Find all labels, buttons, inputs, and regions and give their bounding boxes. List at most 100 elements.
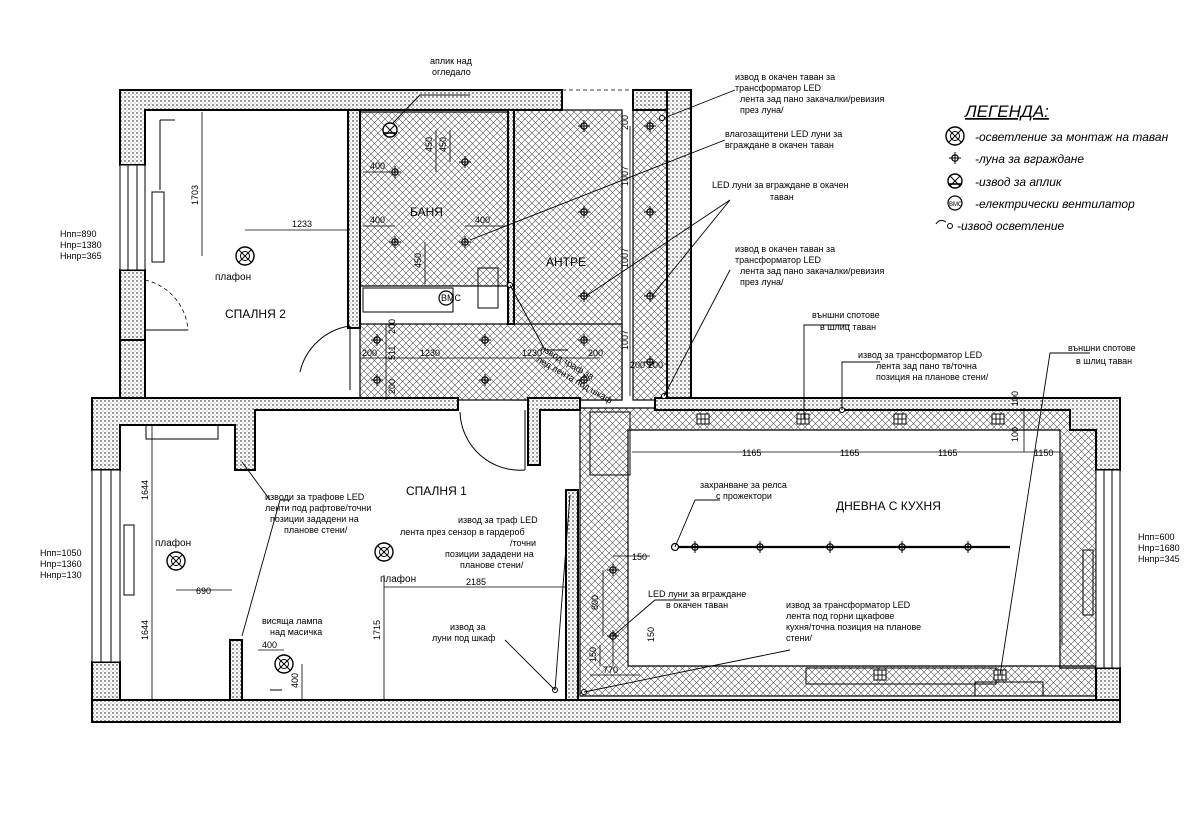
dimension-label: 400 <box>290 673 300 688</box>
annotation-line: извод в окачен таван за <box>735 244 835 254</box>
dimension-label: 100 <box>1010 391 1020 406</box>
dimension-labels: 1703 1233 450 450 450 400 400 400 200 20… <box>140 115 1053 688</box>
legend-item-label: -извод за аплик <box>975 175 1063 189</box>
annotation-line: в шлиц таван <box>1076 356 1132 366</box>
dimension-label: 100 <box>1010 427 1020 442</box>
window-height-label: Нпр=1680 <box>1138 543 1180 553</box>
dimension-label: 200 <box>387 379 397 394</box>
dimension-label: 2185 <box>466 577 486 587</box>
dimension-label: 150 <box>632 552 647 562</box>
annotation-line: над масичка <box>270 627 322 637</box>
track-spot-icon <box>961 540 975 554</box>
annotation-line: в шлиц таван <box>820 322 876 332</box>
legend-item-label: -луна за вграждане <box>975 152 1084 166</box>
dimension-label: 400 <box>370 215 385 225</box>
ceiling-light-icon <box>274 654 294 674</box>
wall-sconce-icon <box>382 122 398 138</box>
annotation-line: трансформатор LED <box>735 255 822 265</box>
annotation-line: вграждане в окачен таван <box>725 140 834 150</box>
annotation-line: таван <box>770 192 794 202</box>
dimension-label: 1715 <box>372 620 382 640</box>
windows <box>91 164 1121 669</box>
fan-label: ВМС <box>949 202 963 208</box>
annotation-line: позиции зададени на <box>270 514 359 524</box>
annotation-line: лента зад пано закачалки/ревизия <box>740 266 884 276</box>
dimension-label: 1230 <box>420 348 440 358</box>
dimension-label: 770 <box>603 665 618 675</box>
annotation-line: лента през сензор в гардероб <box>400 527 525 537</box>
dimension-label: 200 <box>630 360 645 370</box>
annotation-line: извод в окачен таван за <box>735 72 835 82</box>
annotation-line: LED луни за вграждане в окачен <box>712 180 849 190</box>
annotation-line: лента под горни щкафове <box>786 611 894 621</box>
annotation-line: ленти под рафтове/точни <box>265 503 371 513</box>
dimension-label: 200 <box>648 360 663 370</box>
annotation-line: в окачен таван <box>666 600 728 610</box>
slot-spot-icon <box>991 413 1005 425</box>
dimension-label: 450 <box>424 137 434 152</box>
track-spot-icon <box>823 540 837 554</box>
window-height-label: Нпр=1360 <box>40 559 82 569</box>
annotations: аплик над огледало извод в окачен таван … <box>262 56 1136 643</box>
dimension-label: 1150 <box>1034 448 1053 458</box>
fan-fixture: ВМС <box>438 290 462 306</box>
bath-ceiling <box>359 111 509 287</box>
walls <box>91 89 1121 723</box>
plafon-label: плафон <box>215 271 251 283</box>
ceiling-light-icon <box>166 551 186 571</box>
plafon-label: плафон <box>155 537 191 549</box>
legend-item-label: -осветление за монтаж на таван <box>975 130 1169 144</box>
hall-ceiling-strip <box>359 323 623 401</box>
dimension-label: 1007 <box>620 330 630 350</box>
legend-title: ЛЕГЕНДА: <box>964 102 1049 121</box>
annotation-line: LED луни за вграждане <box>648 589 746 599</box>
window-height-label: Нпр=1380 <box>60 240 102 250</box>
annotation-line: позиция на планове стени/ <box>876 372 989 382</box>
annotation-line: /точни <box>510 538 536 548</box>
annotation-line: извод за траф LED <box>458 515 538 525</box>
plafon-label: плафон <box>380 573 416 585</box>
dimension-label: 1644 <box>140 480 150 500</box>
slot-spot-icon <box>893 413 907 425</box>
annotation-line: аплик над <box>430 56 473 66</box>
annotation-line: лента зад пано закачалки/ревизия <box>740 94 884 104</box>
dimension-label: 400 <box>262 640 277 650</box>
dimension-label: 450 <box>413 253 423 268</box>
track-rail <box>670 540 1010 554</box>
dimension-label: 1230 <box>522 348 542 358</box>
ceiling-light-icon <box>235 246 255 266</box>
fan-label: ВМС <box>441 293 462 303</box>
track-spot-icon <box>895 540 909 554</box>
dimension-label: 400 <box>475 215 490 225</box>
annotation-line: огледало <box>432 67 471 77</box>
slot-spot-icon <box>873 669 887 681</box>
living-ceiling-frame <box>579 407 1097 697</box>
annotation-line: стени/ <box>786 633 813 643</box>
window-heights: Нпп=890 Нпр=1380 Ннпр=365 Нпп=1050 Нпр=1… <box>40 229 1180 580</box>
legend: ЛЕГЕНДА: -осветление за монтаж на таван … <box>935 102 1169 233</box>
annotation-line: външни спотове <box>812 310 880 320</box>
dimension-label: 450 <box>438 137 448 152</box>
window-height-label: Ннпр=365 <box>60 251 102 261</box>
doors <box>144 89 634 476</box>
annotation-line: през луна/ <box>740 105 784 115</box>
dimension-label: 150 <box>646 627 656 642</box>
annotation-line: през луна/ <box>740 277 784 287</box>
dimension-label: 1165 <box>840 448 859 458</box>
annotation-line: планове стени/ <box>284 525 348 535</box>
leader-lines <box>241 89 1090 693</box>
dimension-label: 1703 <box>190 185 200 205</box>
room-label-bedroom-2: СПАЛНЯ 2 <box>225 307 286 321</box>
recessed-spot-icon <box>948 151 962 165</box>
legend-item-label: -извод осветление <box>957 219 1065 233</box>
annotation-line: позиции зададени на <box>445 549 534 559</box>
dimension-label: 200 <box>362 348 377 358</box>
slot-spot-icon <box>696 413 710 425</box>
dimension-label: 1007 <box>620 166 630 186</box>
window-height-label: Нпп=890 <box>60 229 97 239</box>
wall-sconce-icon <box>947 173 963 189</box>
slot-spot-icon <box>796 413 810 425</box>
dimension-label: 200 <box>588 348 603 358</box>
room-label-bath: БАНЯ <box>410 205 443 219</box>
track-spot-icon <box>688 540 702 554</box>
